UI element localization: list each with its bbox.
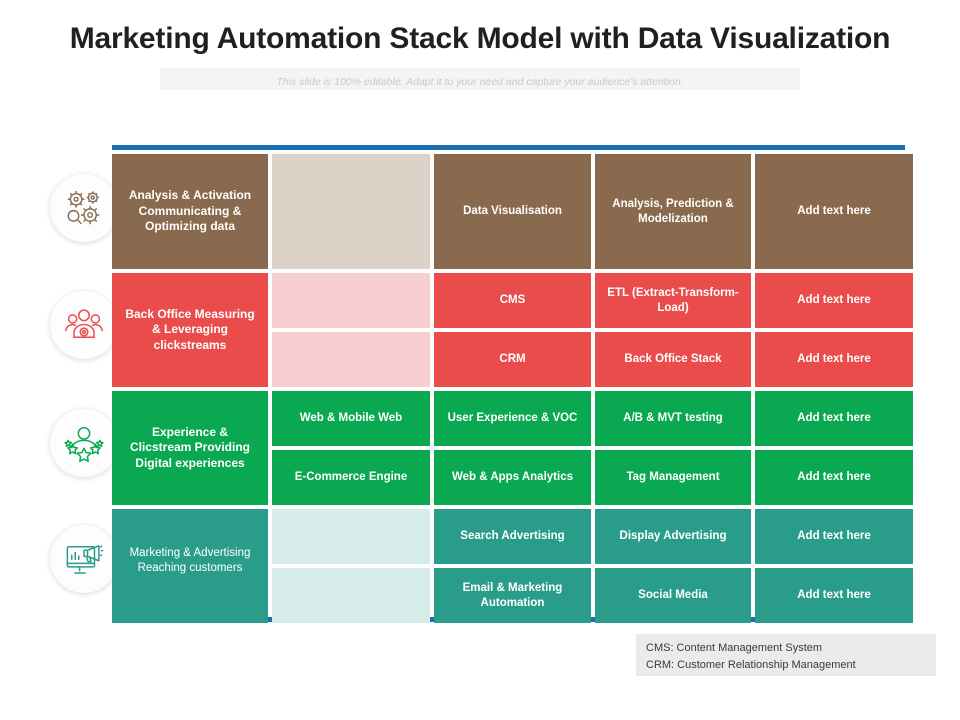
badge-analysis-activation[interactable] (50, 174, 118, 242)
cell-r6c3[interactable]: Search Advertising (434, 509, 591, 564)
band-label-back-office[interactable]: Back Office Measuring & Leveraging click… (112, 273, 268, 387)
stack-grid: Data Visualisation Analysis, Prediction … (112, 154, 913, 623)
band-label-analysis-activation[interactable]: Analysis & Activation Communicating & Op… (112, 154, 268, 269)
cell-r1c2[interactable] (272, 154, 430, 269)
cell-r1c5[interactable]: Add text here (755, 154, 913, 269)
cell-r5c2[interactable]: E-Commerce Engine (272, 450, 430, 505)
band-label-experience-clicstream[interactable]: Experience & Clicstream Providing Digita… (112, 391, 268, 505)
team-people-icon (63, 304, 105, 346)
cell-r4c5[interactable]: Add text here (755, 391, 913, 446)
band-icon-column (0, 145, 118, 625)
page-subtitle: This slide is 100% editable. Adapt it to… (276, 76, 684, 88)
cell-r1c4[interactable]: Analysis, Prediction & Modelization (595, 154, 751, 269)
legend-line-crm: CRM: Customer Relationship Management (646, 658, 856, 671)
top-rule (112, 145, 905, 150)
cell-r3c4[interactable]: Back Office Stack (595, 332, 751, 387)
stack-model-diagram: Data Visualisation Analysis, Prediction … (112, 145, 913, 623)
cell-r7c2[interactable] (272, 568, 430, 623)
cell-r7c4[interactable]: Social Media (595, 568, 751, 623)
cell-r2c3[interactable]: CMS (434, 273, 591, 328)
monitor-megaphone-icon (63, 538, 105, 580)
cell-r4c4[interactable]: A/B & MVT testing (595, 391, 751, 446)
cell-r3c3[interactable]: CRM (434, 332, 591, 387)
cell-r2c4[interactable]: ETL (Extract-Transform-Load) (595, 273, 751, 328)
badge-marketing-advertising[interactable] (50, 525, 118, 593)
cell-r7c5[interactable]: Add text here (755, 568, 913, 623)
cell-r2c5[interactable]: Add text here (755, 273, 913, 328)
cell-r6c2[interactable] (272, 509, 430, 564)
cell-r6c4[interactable]: Display Advertising (595, 509, 751, 564)
cell-r3c2[interactable] (272, 332, 430, 387)
cell-r4c2[interactable]: Web & Mobile Web (272, 391, 430, 446)
subtitle-background-band (160, 68, 800, 90)
gears-analytics-icon (63, 187, 105, 229)
cell-r6c5[interactable]: Add text here (755, 509, 913, 564)
legend-line-cms: CMS: Content Management System (646, 642, 823, 654)
cell-r1c3[interactable]: Data Visualisation (434, 154, 591, 269)
page-title: Marketing Automation Stack Model with Da… (69, 22, 891, 55)
band-label-marketing-advertising[interactable]: Marketing & Advertising Reaching custome… (112, 509, 268, 613)
cell-r4c3[interactable]: User Experience & VOC (434, 391, 591, 446)
cell-r5c3[interactable]: Web & Apps Analytics (434, 450, 591, 505)
cell-r7c3[interactable]: Email & Marketing Automation (434, 568, 591, 623)
badge-back-office[interactable] (50, 291, 118, 359)
cell-r5c4[interactable]: Tag Management (595, 450, 751, 505)
cell-r3c5[interactable]: Add text here (755, 332, 913, 387)
abbreviation-legend: CMS: Content Management System CRM: Cust… (636, 634, 936, 676)
table-row: Search Advertising Display Advertising A… (112, 509, 913, 564)
badge-experience-clicstream[interactable] (50, 409, 118, 477)
band-label-column: Analysis & Activation Communicating & Op… (112, 154, 268, 613)
cell-r5c5[interactable]: Add text here (755, 450, 913, 505)
person-stars-icon (63, 422, 105, 464)
cell-r2c2[interactable] (272, 273, 430, 328)
table-row: Data Visualisation Analysis, Prediction … (112, 154, 913, 269)
